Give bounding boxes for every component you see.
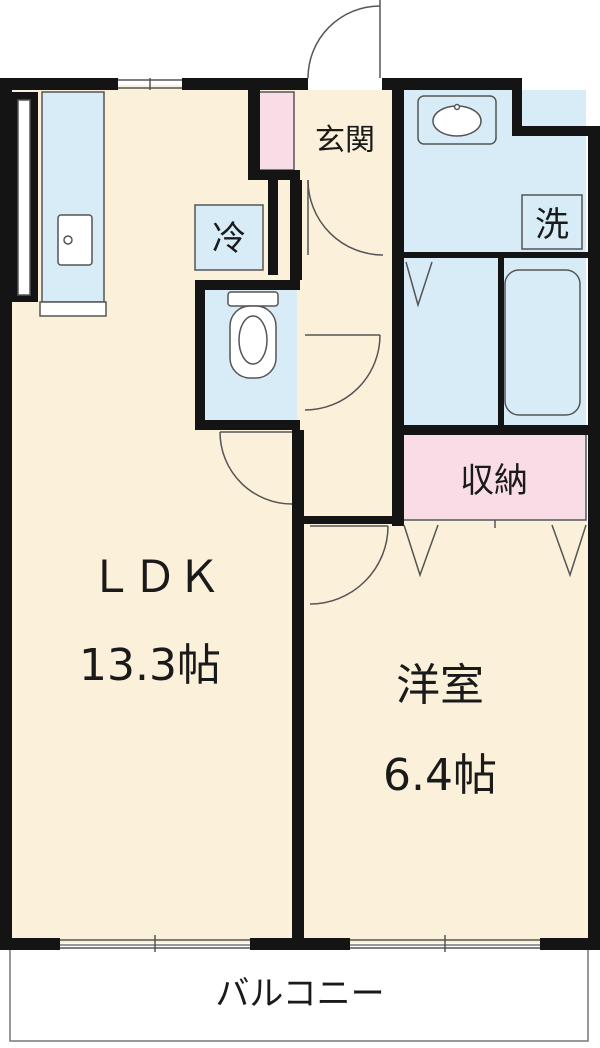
western-floor	[300, 520, 588, 943]
balcony-label: バルコニー	[215, 974, 384, 1014]
kitchen-counter	[41, 91, 105, 303]
walls	[0, 78, 600, 950]
fridge-label: 冷	[212, 219, 246, 259]
ldk-label: ＬＤＫ	[89, 552, 221, 603]
sink-basin	[57, 214, 93, 266]
ldk-size: 13.3帖	[79, 640, 221, 691]
counter-edge	[39, 301, 107, 317]
western-size: 6.4帖	[383, 750, 497, 801]
entrance-floor	[290, 90, 400, 175]
windows	[17, 78, 540, 952]
sink-drain	[63, 235, 73, 245]
entrance-label: 玄関	[315, 123, 375, 158]
western-label: 洋室	[396, 660, 484, 711]
shoe-cabinet	[257, 91, 295, 171]
fixtures	[227, 95, 583, 416]
washer-label: 洗	[535, 205, 569, 245]
storage-label: 収納	[460, 461, 528, 501]
hallway-floor	[300, 175, 400, 525]
doors	[219, 0, 587, 605]
fridge-space	[194, 204, 264, 271]
